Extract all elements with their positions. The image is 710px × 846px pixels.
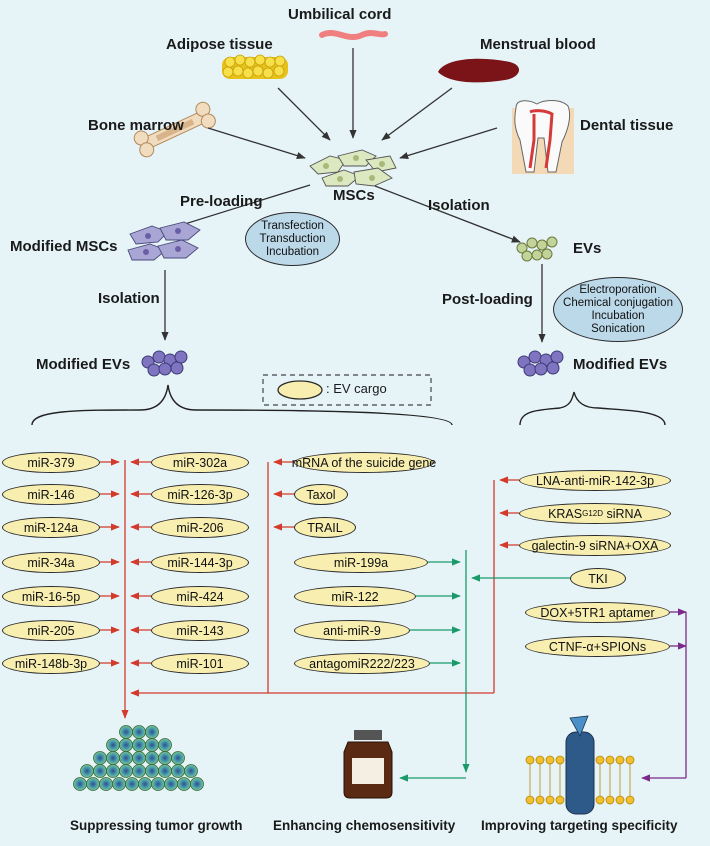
bone-icon (133, 101, 216, 158)
method-item: Incubation (591, 309, 645, 322)
dental-tissue-label: Dental tissue (580, 117, 674, 134)
cargo-oval: LNA-anti-miR-142-3p (519, 470, 671, 491)
post-loading-methods: Electroporation Chemical conjugation Inc… (553, 277, 683, 342)
mscs-label: MSCs (333, 187, 375, 204)
cargo-oval: miR-34a (2, 552, 100, 573)
cargo-oval: miR-124a (2, 517, 100, 538)
post-loading-label: Post-loading (442, 291, 533, 308)
cargo-oval: anti-miR-9 (294, 620, 410, 641)
chemo-arrows (399, 550, 570, 782)
umbilical-cord-icon (319, 30, 388, 40)
cargo-oval: miR-126-3p (151, 484, 249, 505)
outcome-targeting-label: Improving targeting specificity (481, 818, 678, 833)
legend-text: : EV cargo (326, 381, 387, 396)
legend-swatch (277, 380, 323, 400)
membrane-receptor-icon (525, 715, 635, 815)
adipose-tissue-icon (222, 54, 288, 79)
tooth-icon (512, 100, 574, 174)
kras-sirna: siRNA (606, 506, 642, 521)
source-arrows (207, 48, 498, 160)
cargo-oval: TRAIL (294, 517, 356, 538)
tumor-arrows (100, 458, 519, 719)
right-brace (519, 391, 666, 426)
cargo-oval: miR-146 (2, 484, 100, 505)
modified-evs-left-icon (141, 350, 188, 377)
evs-label: EVs (573, 240, 602, 257)
modified-mscs-cells-icon (127, 221, 201, 261)
cargo-oval: mRNA of the suicide gene (292, 452, 436, 473)
left-brace (31, 384, 453, 426)
method-item: Incubation (265, 245, 320, 258)
tumor-cells-icon (73, 725, 204, 791)
cargo-oval: miR-16-5p (2, 586, 100, 607)
cargo-oval: miR-148b-3p (2, 653, 100, 674)
cargo-oval: miR-143 (151, 620, 249, 641)
kras-name: KRAS (548, 506, 583, 521)
outcome-chemo-label: Enhancing chemosensitivity (273, 818, 456, 833)
cargo-oval: miR-302a (151, 452, 249, 473)
cargo-oval: miR-144-3p (151, 552, 249, 573)
modified-evs-right-label: Modified EVs (573, 356, 668, 373)
cargo-oval: miR-199a (294, 552, 428, 573)
method-item: Chemical conjugation (563, 296, 673, 309)
kras-mutation: G12D (582, 509, 604, 518)
modified-evs-left-label: Modified EVs (36, 356, 131, 373)
cargo-oval: TKI (570, 568, 626, 589)
modified-mscs-label: Modified MSCs (10, 238, 118, 255)
isolation-arrow (374, 185, 521, 243)
evs-icon (516, 236, 558, 262)
modified-evs-right-icon (517, 350, 564, 377)
menstrual-blood-label: Menstrual blood (480, 36, 596, 53)
isolation-left-label: Isolation (98, 290, 160, 307)
cargo-oval: galectin-9 siRNA+OXA (519, 535, 671, 556)
cargo-oval: miR-206 (151, 517, 249, 538)
cargo-oval: miR-101 (151, 653, 249, 674)
cargo-oval: DOX+5TR1 aptamer (525, 602, 670, 623)
cargo-oval: miR-122 (294, 586, 416, 607)
legend-box (262, 374, 432, 406)
isolation-right-label: Isolation (428, 197, 490, 214)
method-item: Sonication (591, 322, 645, 335)
cargo-oval: antagomiR222/223 (294, 653, 430, 674)
cargo-oval: miR-424 (151, 586, 249, 607)
cargo-oval: miR-379 (2, 452, 100, 473)
method-item: Electroporation (579, 283, 657, 296)
method-item: Transfection (261, 219, 324, 232)
cargo-oval: CTNF-α+SPIONs (525, 636, 670, 657)
mscs-cells-icon (309, 149, 397, 187)
pre-loading-methods: Transfection Transduction Incubation (245, 212, 340, 266)
adipose-tissue-label: Adipose tissue (166, 36, 273, 53)
outcome-tumor-label: Suppressing tumor growth (70, 818, 243, 833)
pre-loading-label: Pre-loading (180, 193, 263, 210)
medicine-bottle-icon (343, 730, 393, 799)
cargo-oval: Taxol (294, 484, 348, 505)
targeting-arrows (641, 608, 687, 782)
umbilical-cord-label: Umbilical cord (288, 6, 392, 23)
menstrual-blood-icon (438, 58, 520, 83)
method-item: Transduction (259, 232, 326, 245)
bone-marrow-label: Bone marrow (88, 117, 184, 134)
cargo-oval: miR-205 (2, 620, 100, 641)
